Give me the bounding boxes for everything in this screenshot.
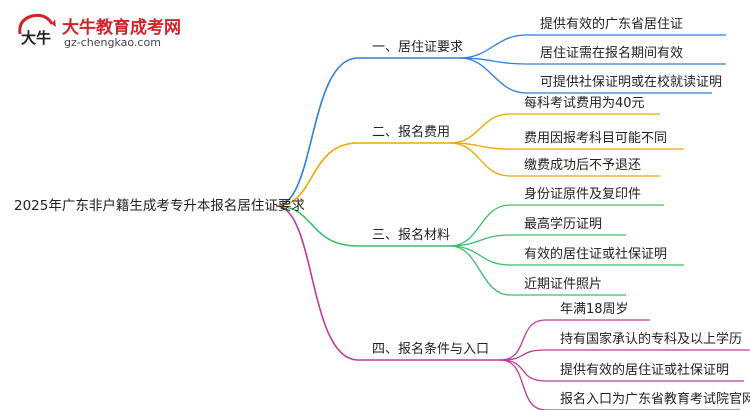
child-connector-3-3 [449,245,511,266]
child-connector-3-2 [449,234,511,247]
branch-connector-2 [275,142,359,207]
child-label-2-2: 费用因报考科目可能不同 [524,131,668,146]
child-label-3-4: 近期证件照片 [524,277,603,292]
child-label-3-1: 身份证原件及复印件 [524,187,642,202]
child-connector-4-1 [499,319,547,361]
logo-mark-text: 大牛 [21,29,52,47]
child-label-1-3: 可提供社保证明或在校就读证明 [540,75,723,90]
child-label-2-3: 缴费成功后不予退还 [524,158,642,173]
branch-label-1: 一、居住证要求 [372,40,464,55]
child-label-4-4: 报名入口为广东省教育考试院官网 [560,392,750,407]
child-label-4-2: 持有国家承认的专科及以上学历 [560,332,743,347]
branch-label-3: 三、报名材料 [372,228,451,243]
child-connector-1-3 [459,57,527,94]
root-topic-label: 2025年广东非户籍生成考专升本报名居住证要求 [14,198,305,214]
child-label-3-3: 有效的居住证或社保证明 [524,247,668,262]
child-connector-2-3 [449,142,511,177]
branch-connector-4 [275,205,359,361]
child-connector-4-3 [499,359,547,382]
child-label-3-2: 最高学历证明 [524,217,603,232]
child-connector-4-4 [499,359,547,410]
child-label-1-2: 居住证需在报名期间有效 [540,46,684,61]
child-connector-3-4 [449,245,511,296]
logo-url: gz-chengkao.com [64,36,161,49]
child-connector-1-1 [459,34,527,59]
branch-label-4: 四、报名条件与入口 [372,342,490,357]
branch-connector-3 [275,205,359,247]
child-connector-1-2 [459,57,527,65]
child-label-1-1: 提供有效的广东省居住证 [540,17,684,32]
child-connector-3-1 [449,204,511,247]
logo-title: 大牛教育成考网 [62,18,181,38]
child-connector-2-1 [449,113,511,144]
logo: 大牛 大牛教育成考网 gz-chengkao.com [12,10,202,56]
branch-connector-1 [275,57,359,207]
child-connector-4-2 [499,349,547,361]
child-label-4-1: 年满18周岁 [560,302,629,317]
child-label-4-3: 提供有效的居住证或社保证明 [560,363,730,378]
child-label-2-1: 每科考试费用为40元 [524,96,645,111]
logo-mark-icon [18,13,56,35]
branch-label-2: 二、报名费用 [372,125,451,140]
